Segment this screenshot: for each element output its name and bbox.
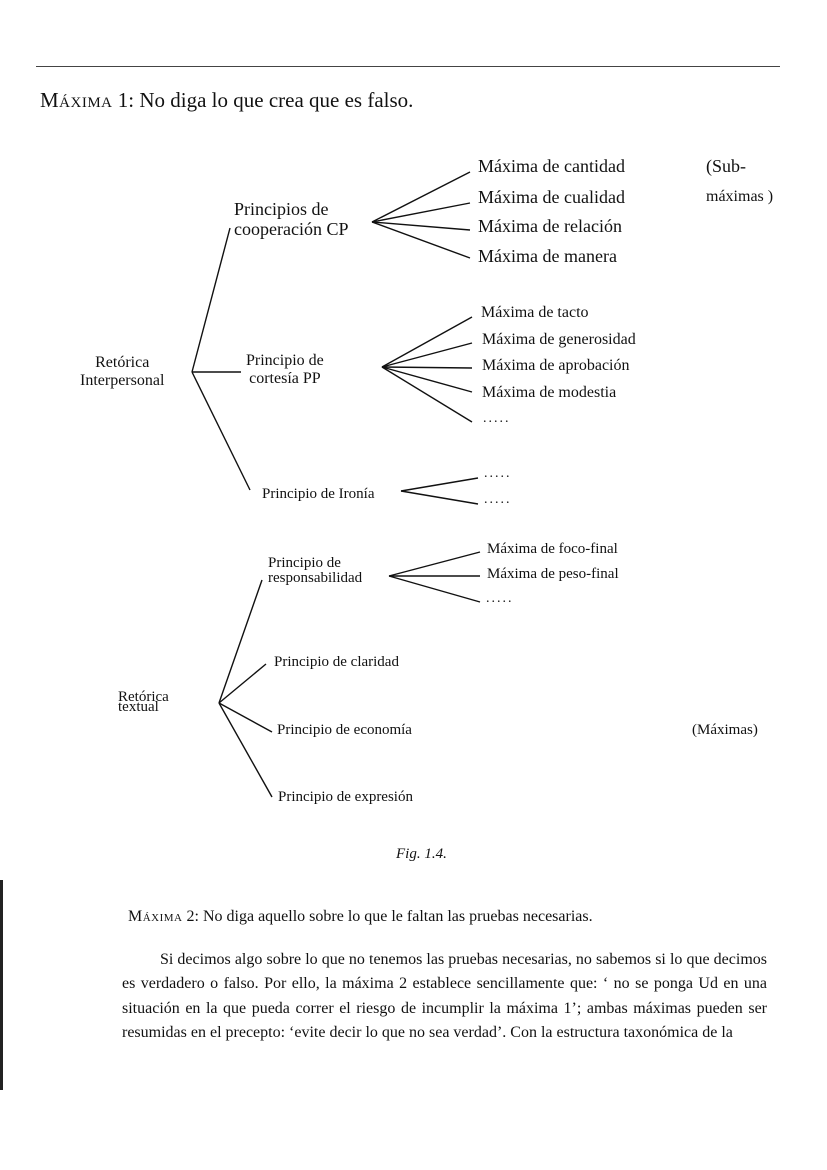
body-paragraph-text: Si decimos algo sobre lo que no tenemos … (122, 951, 767, 1042)
maxim-end-weight: Máxima de peso-final (487, 566, 619, 582)
textual-label-line-2: textual (118, 699, 159, 715)
maxim-relation: Máxima de relación (478, 216, 622, 236)
maxim-manner: Máxima de manera (478, 246, 617, 266)
maxim-2-label: Máxima (128, 908, 183, 925)
maxim-tact: Máxima de tacto (481, 304, 589, 321)
maxim-modesty: Máxima de modestia (482, 384, 617, 401)
maxim-2-heading: Máxima 2: No diga aquello sobre lo que l… (128, 908, 593, 926)
irony-principle-label: Principio de Ironía (262, 486, 375, 502)
irony-ellipsis-2: ..... (484, 492, 512, 507)
resp-label-line-2: responsabilidad (268, 570, 363, 586)
maxim-quantity: Máxima de cantidad (478, 156, 625, 176)
interpersonal-label-line-1: Retórica (95, 354, 150, 371)
maxim-1-text: 1: No diga lo que crea que es falso. (112, 88, 414, 112)
maxim-approbation: Máxima de aprobación (482, 357, 630, 374)
pp-label-line-1: Principio de (246, 352, 324, 369)
resp-more-ellipsis: ..... (486, 591, 514, 606)
submaxims-note-line-2: máximas ) (706, 188, 774, 205)
maxim-generosity: Máxima de generosidad (482, 331, 636, 348)
body-paragraph: Si decimos algo sobre lo que no tenemos … (122, 948, 767, 1046)
resp-label-line-1: Principio de (268, 555, 341, 571)
figure-caption: Fig. 1.4. (396, 846, 447, 862)
irony-ellipsis-1: ..... (484, 466, 512, 481)
maxim-quality: Máxima de cualidad (478, 187, 625, 207)
clarity-principle-label: Principio de claridad (274, 654, 399, 670)
pp-more-ellipsis: ..... (483, 411, 511, 426)
interpersonal-label-line-2: Interpersonal (80, 372, 165, 389)
maxim-1-heading: Máxima 1: No diga lo que crea que es fal… (40, 88, 413, 113)
textual-label-line-1: Retórica (118, 689, 169, 705)
maxim-1-label: Máxima (40, 88, 113, 112)
top-rule (36, 66, 780, 67)
maxim-end-focus: Máxima de foco-final (487, 541, 618, 557)
expression-principle-label: Principio de expresión (278, 789, 413, 805)
left-margin-bar (0, 880, 3, 1090)
pp-label-line-2: cortesía PP (249, 370, 321, 387)
submaxims-note-line-1: (Sub- (706, 156, 746, 176)
cp-label-line-2: cooperación CP (234, 219, 349, 239)
economy-principle-label: Principio de economía (277, 722, 412, 738)
cp-label-line-1: Principios de (234, 199, 329, 219)
maxim-2-text: 2: No diga aquello sobre lo que le falta… (182, 908, 593, 925)
maxims-note: (Máximas) (692, 722, 758, 738)
